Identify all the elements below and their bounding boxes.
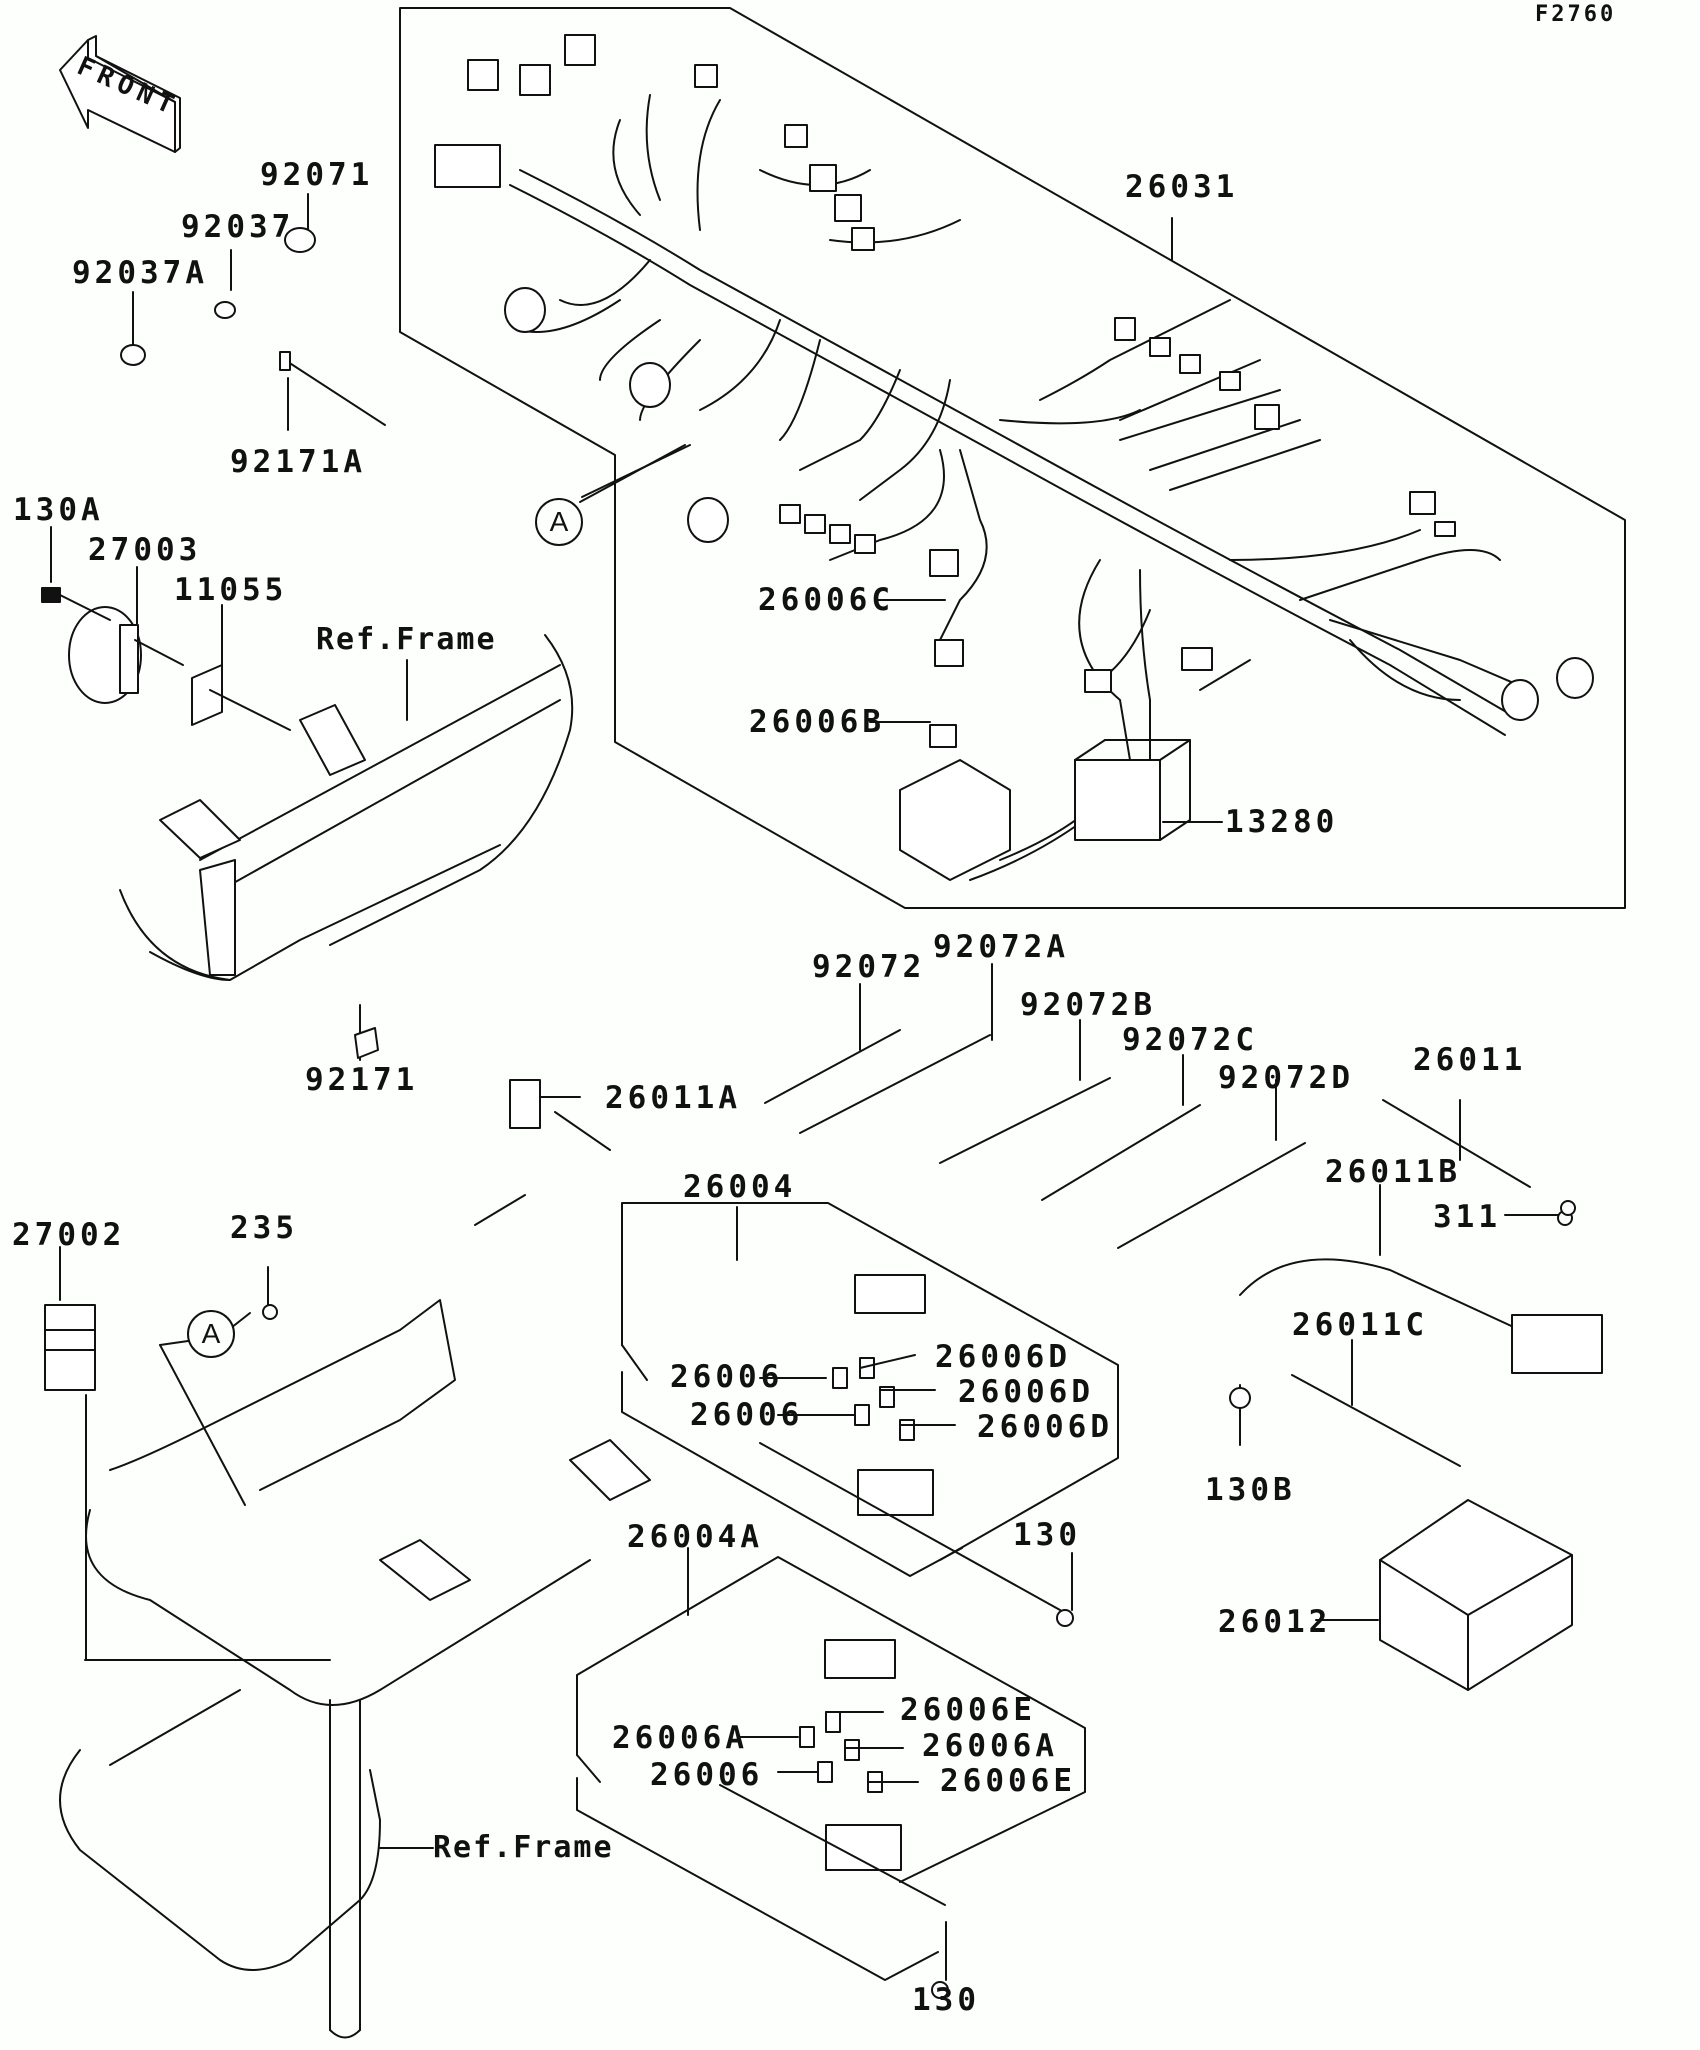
part-label-26004-fuse-2[interactable]: 26006	[690, 1397, 804, 1433]
part-label-26006e-2[interactable]: 26006E	[940, 1763, 1076, 1799]
rear-frame	[59, 1299, 651, 2039]
part-label-26012[interactable]: 26012	[1218, 1604, 1332, 1640]
battery-cables	[1229, 1099, 1603, 1467]
part-label-130-lower[interactable]: 130	[912, 1982, 980, 2018]
small-parts	[120, 227, 611, 1226]
part-label-311[interactable]: 311	[1433, 1199, 1501, 1235]
part-label-92171[interactable]: 92171	[305, 1062, 419, 1098]
part-label-26006d-2[interactable]: 26006D	[958, 1374, 1094, 1410]
part-label-92037[interactable]: 92037	[181, 209, 295, 245]
part-label-26011b[interactable]: 26011B	[1325, 1154, 1461, 1190]
part-label-26011a[interactable]: 26011A	[605, 1080, 741, 1116]
part-label-130a[interactable]: 130A	[13, 492, 104, 528]
horn-27003	[41, 587, 184, 704]
part-label-26004a-fuse[interactable]: 26006	[650, 1757, 764, 1793]
fuse-box-26004a-outline	[576, 1556, 1086, 1981]
reference-marker-a-lower: A	[187, 1310, 235, 1358]
part-label-26006d-3[interactable]: 26006D	[977, 1409, 1113, 1445]
part-label-92072d[interactable]: 92072D	[1218, 1060, 1354, 1096]
part-label-92171a[interactable]: 92171A	[230, 444, 366, 480]
part-label-11055[interactable]: 11055	[174, 572, 288, 608]
battery-26012	[1379, 1499, 1573, 1691]
part-label-92072c[interactable]: 92072C	[1122, 1022, 1258, 1058]
part-label-26031[interactable]: 26031	[1125, 169, 1239, 205]
part-label-27003[interactable]: 27003	[88, 532, 202, 568]
part-label-92072[interactable]: 92072	[812, 949, 926, 985]
part-label-130b[interactable]: 130B	[1205, 1472, 1296, 1508]
part-label-26004a[interactable]: 26004A	[627, 1519, 763, 1555]
part-label-13280[interactable]: 13280	[1225, 804, 1339, 840]
figure-code: F2760	[1535, 2, 1617, 27]
part-label-26006e-1[interactable]: 26006E	[900, 1692, 1036, 1728]
harness-connectors	[434, 34, 1594, 748]
ref-frame-label-rear: Ref.Frame	[433, 1830, 614, 1865]
relay-27002	[44, 1304, 96, 1391]
reference-marker-a-upper: A	[535, 498, 583, 546]
part-label-92072a[interactable]: 92072A	[933, 929, 1069, 965]
wire-harness-26031	[509, 94, 1531, 881]
front-arrow-icon	[59, 35, 181, 153]
part-label-26006d-1[interactable]: 26006D	[935, 1339, 1071, 1375]
cable-ties	[764, 1029, 1306, 1249]
bolts	[262, 1200, 1576, 1999]
part-label-26004[interactable]: 26004	[683, 1169, 797, 1205]
front-frame	[119, 634, 574, 1059]
part-label-235[interactable]: 235	[230, 1210, 298, 1246]
bracket-11055	[191, 664, 291, 731]
part-label-26006b[interactable]: 26006B	[749, 704, 885, 740]
part-label-92037a[interactable]: 92037A	[72, 255, 208, 291]
part-label-26006a-1[interactable]: 26006A	[612, 1720, 748, 1756]
fuse-box-26006b-holder	[899, 739, 1191, 881]
part-label-26011c[interactable]: 26011C	[1292, 1307, 1428, 1343]
part-label-26004-fuse-1[interactable]: 26006	[670, 1359, 784, 1395]
part-label-26006a-2[interactable]: 26006A	[922, 1728, 1058, 1764]
part-label-92072b[interactable]: 92072B	[1020, 987, 1156, 1023]
part-label-92071[interactable]: 92071	[260, 157, 374, 193]
wire-harness-box	[399, 7, 1626, 909]
ref-frame-label-front: Ref.Frame	[316, 622, 497, 657]
part-label-26011[interactable]: 26011	[1413, 1042, 1527, 1078]
part-label-27002[interactable]: 27002	[12, 1217, 126, 1253]
part-label-26006c[interactable]: 26006C	[758, 582, 894, 618]
part-label-130-upper[interactable]: 130	[1013, 1517, 1081, 1553]
fuse-box-26004-outline	[621, 1202, 1119, 1611]
